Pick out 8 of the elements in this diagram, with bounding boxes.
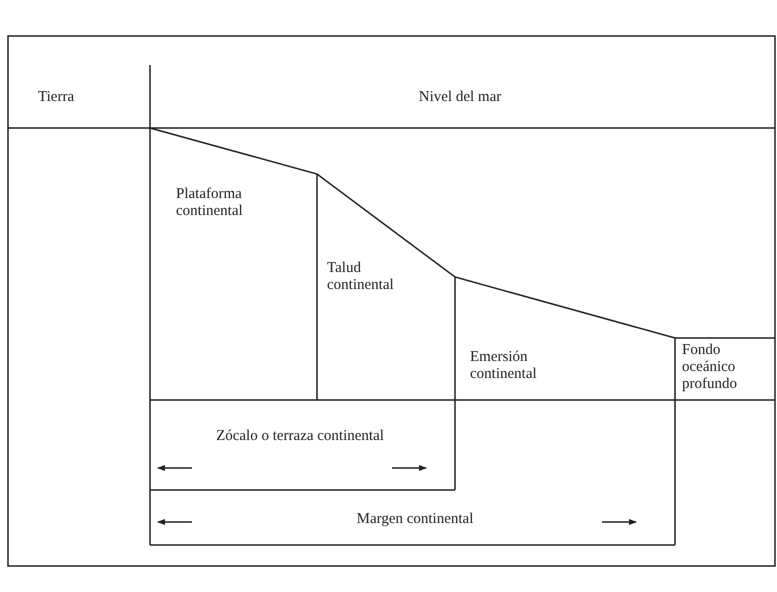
region-label: Talud continental <box>327 260 395 294</box>
region-label: Plataforma continental <box>176 186 244 220</box>
land-label: Tierra <box>38 89 76 106</box>
region-label: Fondo oceánico profundo <box>682 342 738 393</box>
sea-level-label: Nivel del mar <box>418 89 502 106</box>
span-label: Zócalo o terraza continental <box>215 428 385 445</box>
region-label: Emersión continental <box>470 349 538 383</box>
span-label: Margen continental <box>356 511 474 528</box>
